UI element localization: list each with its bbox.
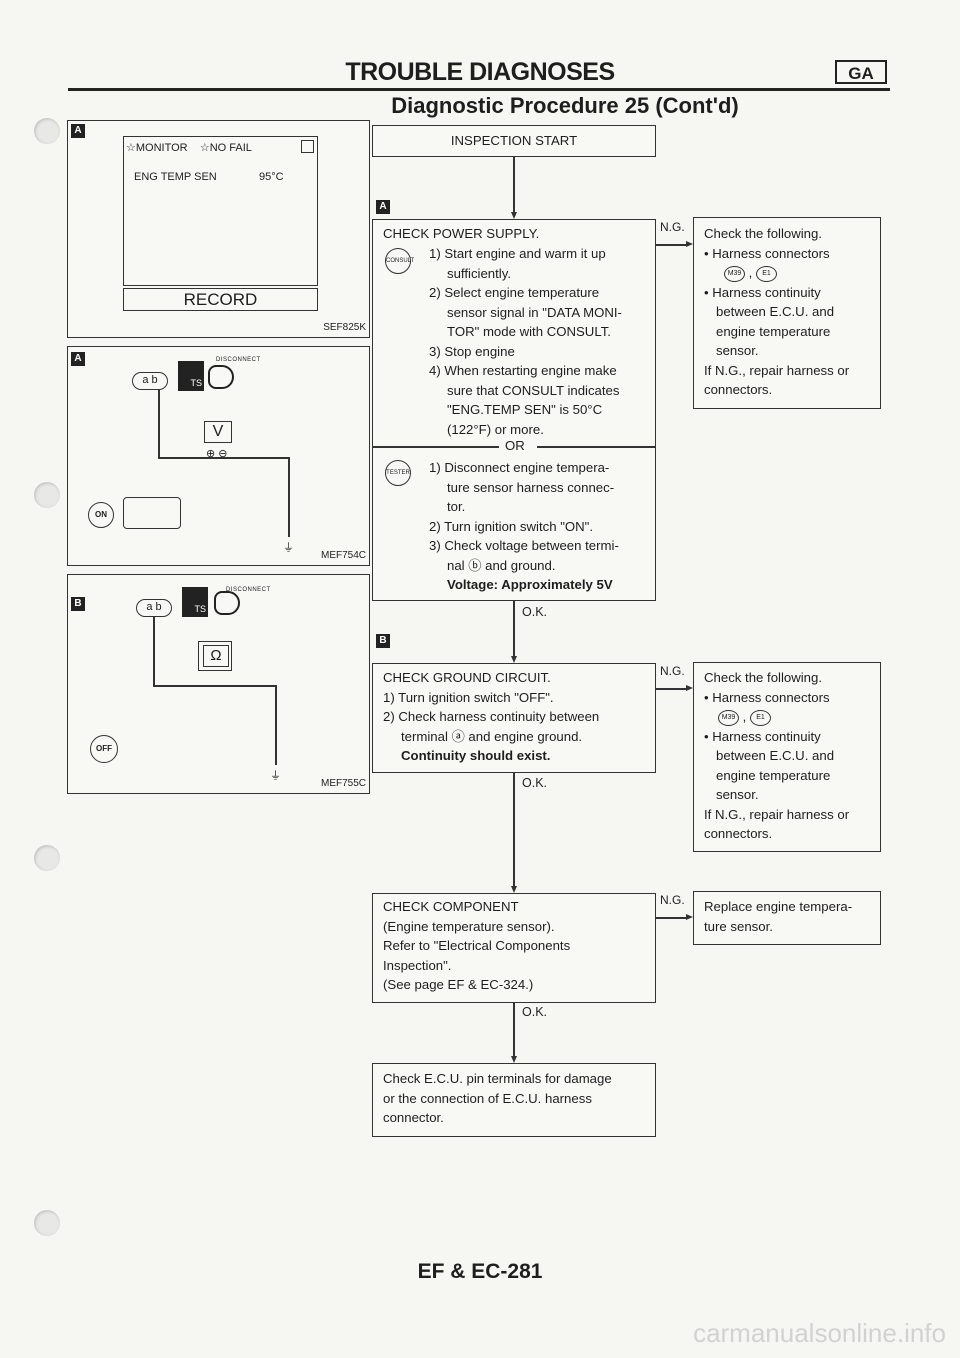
continuity-check-panel: B DISCONNECT a b TS Ω ⏚ OFF MEF755C (67, 574, 370, 794)
consult-screen-panel: A ☆MONITOR ☆NO FAIL ENG TEMP SEN 95°C RE… (67, 120, 370, 338)
star-icon: ☆ (126, 142, 136, 154)
or-divider: OR (505, 438, 525, 453)
ng-label: N.G. (660, 893, 685, 907)
ignition-key-icon: ON (88, 502, 114, 528)
ground-icon: ⏚ (283, 542, 294, 554)
page-title: TROUBLE DIAGNOSES (345, 58, 615, 86)
check-ground-circuit-box: CHECK GROUND CIRCUIT. 1) Turn ignition s… (372, 663, 656, 773)
procedure-subtitle: Diagnostic Procedure 25 (Cont'd) (391, 93, 739, 118)
arrow-right-icon (686, 241, 693, 247)
page-number: EF & EC-281 (417, 1260, 543, 1283)
plug-icon (208, 365, 234, 389)
disconnect-label: DISCONNECT (226, 587, 271, 593)
monitor-item-value: 95°C (259, 171, 284, 183)
replace-sensor-box: Replace engine tempera- ture sensor. (693, 891, 881, 945)
ohm-label: Ω (203, 645, 229, 667)
tester-icon: TESTER (385, 460, 411, 486)
connector-e1-icon: E1 (756, 265, 777, 282)
ng2-check-box: Check the following. Harness connectors … (693, 662, 881, 852)
checkbox-icon[interactable] (301, 140, 314, 153)
ohmmeter-icon: Ω (198, 641, 232, 671)
figure-ref: MEF754C (320, 550, 366, 561)
monitor-label: MONITOR (135, 142, 188, 154)
sensor-icon: TS (182, 587, 208, 617)
star-icon: ☆ (199, 142, 210, 154)
connector-m39-icon: M39 (718, 709, 739, 726)
arrow-down-icon (511, 212, 517, 219)
panel-tag: A (71, 124, 85, 138)
step-tag: A (376, 200, 390, 214)
ignition-key-icon: OFF (90, 735, 118, 763)
connector-icon: a b (132, 372, 168, 390)
meter-terminal-icon: ⊕ ⊖ (206, 448, 228, 460)
voltmeter-icon: V (204, 421, 232, 443)
binder-hole (34, 845, 60, 871)
arrow-down-icon (511, 886, 517, 893)
binder-hole (34, 118, 60, 144)
ok-label: O.K. (522, 776, 548, 790)
check-ecu-terminals-box: Check E.C.U. pin terminals for damage or… (372, 1063, 656, 1137)
binder-hole (34, 482, 60, 508)
record-button[interactable]: RECORD (123, 288, 318, 311)
connector-icon: a b (136, 599, 172, 617)
disconnect-label: DISCONNECT (216, 357, 261, 363)
ground-icon: ⏚ (270, 770, 281, 782)
ng1-check-box: Check the following. Harness connectors … (693, 217, 881, 409)
step-title: CHECK POWER SUPPLY. (383, 226, 540, 241)
check-power-supply-box: CHECK POWER SUPPLY. CONSULT 1) Start eng… (372, 219, 656, 601)
consult-icon: CONSULT (385, 248, 414, 274)
arrow-right-icon (686, 685, 693, 691)
arrow-down-icon (511, 656, 517, 663)
arrow-right-icon (686, 914, 693, 920)
inspection-start-box: INSPECTION START (372, 125, 656, 157)
voltage-spec: Voltage: Approximately 5V (447, 577, 613, 592)
arrow-down-icon (511, 1056, 517, 1063)
engine-icon (123, 497, 181, 529)
sensor-icon: TS (178, 361, 204, 391)
check-component-box: CHECK COMPONENT (Engine temperature sens… (372, 893, 656, 1003)
consult-display: ☆MONITOR ☆NO FAIL ENG TEMP SEN 95°C (123, 136, 318, 286)
connector-m39-icon: M39 (724, 265, 745, 282)
plug-icon (214, 591, 240, 615)
connector-e1-icon: E1 (750, 709, 771, 726)
ng-label: N.G. (660, 220, 685, 234)
voltage-check-panel: A DISCONNECT a b TS V ⊕ ⊖ ⏚ ON MEF754C (67, 346, 370, 566)
watermark: carmanualsonline.info (693, 1318, 946, 1348)
no-fail-label: NO FAIL (209, 142, 252, 154)
ok-label: O.K. (522, 605, 548, 619)
figure-ref: MEF755C (320, 778, 366, 789)
panel-tag: A (71, 352, 85, 366)
header-rule (68, 88, 890, 91)
ng-label: N.G. (660, 664, 685, 678)
ok-label: O.K. (522, 1005, 548, 1019)
continuity-spec: Continuity should exist. (401, 748, 551, 763)
step-tag: B (376, 634, 390, 648)
binder-hole (34, 1210, 60, 1236)
panel-tag: B (71, 597, 85, 611)
section-badge: GA (835, 60, 887, 84)
monitor-item-name: ENG TEMP SEN (134, 171, 217, 183)
figure-ref: SEF825K (323, 322, 366, 333)
